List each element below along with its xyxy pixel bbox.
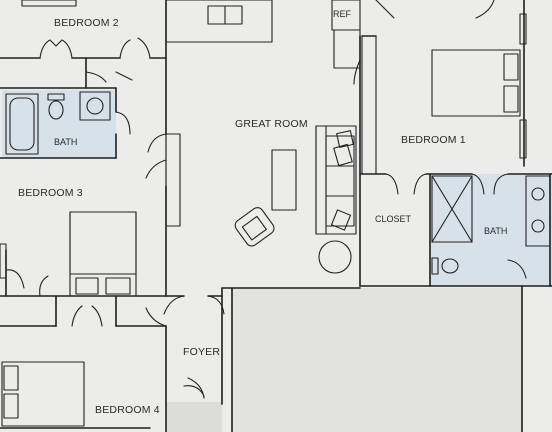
tv-console [165,133,181,227]
bedroom3-pillow-right [105,277,131,295]
bedroom3-bed [69,211,137,275]
bedroom1-pillow-bottom [503,85,519,113]
bedroom2-bed [21,0,77,7]
hall-closet-shelf [361,35,377,175]
master-sink-2 [531,219,545,233]
master-toilet [441,258,459,274]
label-bedroom3: BEDROOM 3 [18,187,83,199]
bedroom4-pillow-bottom [3,393,19,419]
label-bedroom4: BEDROOM 4 [95,404,160,416]
ottoman [318,240,352,274]
armchair [234,207,275,247]
bedroom1-bed [431,49,521,117]
bedroom3-window [0,243,7,279]
bedroom1-pillow-top [503,53,519,81]
bedroom1-nightstand-top [519,13,527,45]
bedroom1-nightstand-bottom [519,119,527,159]
upper-sink [86,97,104,115]
garage-area [232,288,522,432]
coffee-table [271,149,297,211]
label-great-room: GREAT ROOM [235,118,308,130]
foyer-step [166,402,222,432]
bedroom4-bed [1,361,85,427]
master-vanity [525,175,551,247]
label-ref: REF [333,9,352,19]
label-bedroom2: BEDROOM 2 [54,17,119,29]
shower-cross [431,175,473,243]
bathtub-basin [9,97,35,151]
throw-pillow-blue-top [333,143,353,167]
bedroom4-pillow-top [3,365,19,391]
label-closet: CLOSET [375,214,412,224]
master-toilet-tank [431,257,439,275]
sofa-cushion-3 [325,195,355,227]
upper-vanity [79,91,111,121]
label-bedroom1: BEDROOM 1 [401,134,466,146]
upper-toilet-tank [47,93,65,101]
master-sink-1 [531,187,545,201]
throw-pillow-blue-bottom [330,209,352,231]
bathtub [5,93,39,155]
bedroom3-pillow-left [75,277,99,295]
shower [431,175,473,243]
label-bath-upper: BATH [54,137,77,147]
label-foyer: FOYER [183,346,220,358]
label-bath-master: BATH [484,226,507,236]
throw-pillow-tan [336,130,354,148]
upper-toilet [48,100,64,120]
